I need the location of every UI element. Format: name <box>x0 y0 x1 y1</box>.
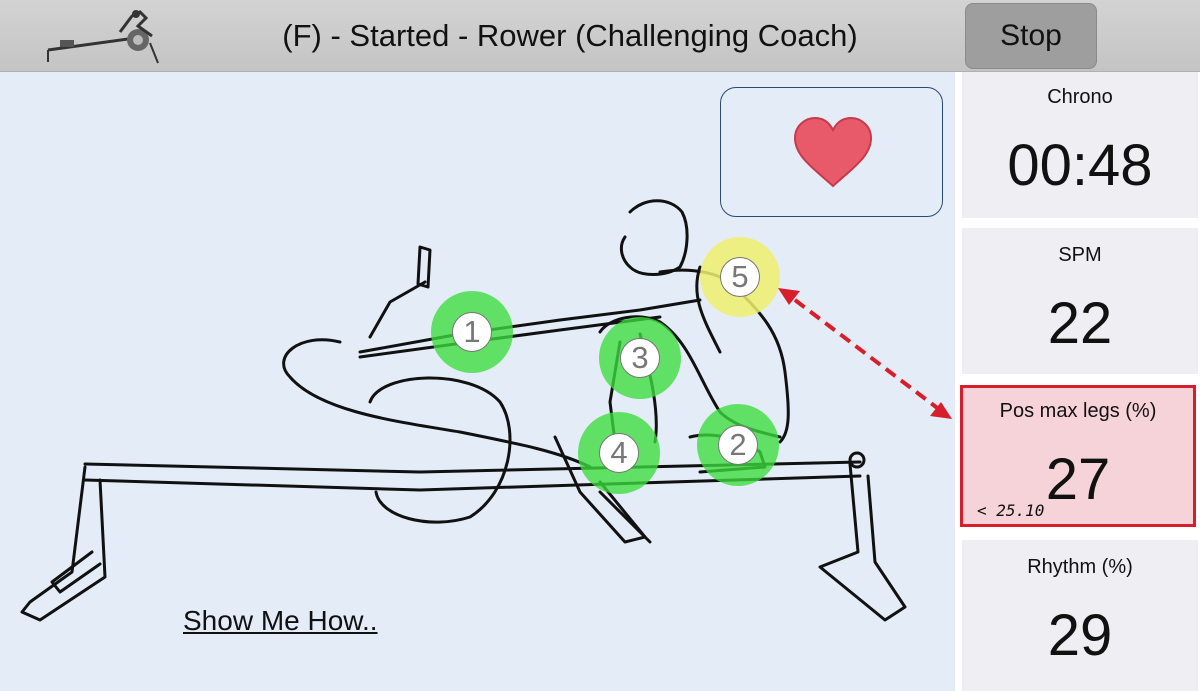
spm-panel: SPM 22 <box>962 228 1198 374</box>
top-bar: (F) - Started - Rower (Challenging Coach… <box>0 0 1200 72</box>
marker-label: 3 <box>620 338 660 378</box>
joint-marker-1[interactable]: 1 <box>431 291 513 373</box>
pos-max-legs-value: 27 <box>1045 447 1111 512</box>
joint-marker-3[interactable]: 3 <box>599 317 681 399</box>
joint-marker-4[interactable]: 4 <box>578 412 660 494</box>
spm-value: 22 <box>1047 291 1113 356</box>
chrono-panel: Chrono 00:48 <box>962 72 1198 218</box>
stop-button[interactable]: Stop <box>965 3 1097 69</box>
pos-max-legs-panel: Pos max legs (%) 27 < 25.10 <box>960 385 1196 527</box>
joint-marker-2[interactable]: 2 <box>697 404 779 486</box>
rower-coach-canvas: 1 2 3 4 5 Show Me How.. <box>0 72 955 691</box>
chrono-label: Chrono <box>1047 86 1113 108</box>
chrono-value: 00:48 <box>1007 133 1153 198</box>
marker-label: 1 <box>452 312 492 352</box>
heart-icon <box>793 116 873 188</box>
rhythm-label: Rhythm (%) <box>1027 556 1133 578</box>
show-me-how-link[interactable]: Show Me How.. <box>183 605 378 636</box>
marker-label: 4 <box>599 433 639 473</box>
rhythm-value: 29 <box>1047 603 1113 668</box>
pos-max-legs-label: Pos max legs (%) <box>999 400 1157 422</box>
marker-label: 5 <box>720 257 760 297</box>
spm-label: SPM <box>1058 244 1102 266</box>
rhythm-panel: Rhythm (%) 29 <box>962 540 1198 691</box>
pos-max-legs-threshold: < 25.10 <box>977 501 1045 520</box>
metrics-sidebar: Chrono 00:48 SPM 22 Pos max legs (%) 27 … <box>956 72 1200 691</box>
marker-label: 2 <box>718 425 758 465</box>
session-title: (F) - Started - Rower (Challenging Coach… <box>282 18 858 53</box>
heart-rate-panel <box>720 87 943 217</box>
joint-marker-5[interactable]: 5 <box>700 237 780 317</box>
rowing-machine-icon <box>47 10 159 64</box>
